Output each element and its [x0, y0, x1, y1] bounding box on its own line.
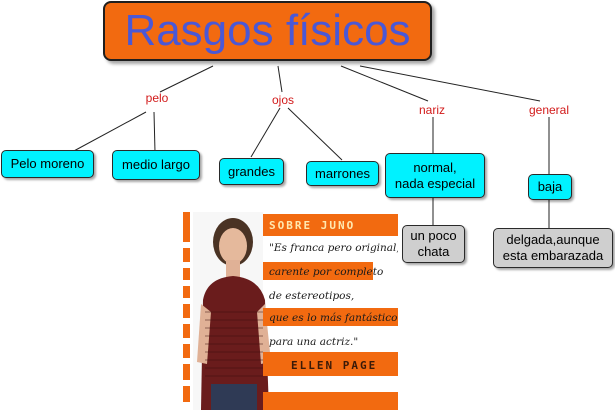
link-label-nariz: nariz	[418, 103, 446, 117]
connector-title-nariz	[340, 65, 429, 102]
concept-baja[interactable]: baja	[528, 174, 572, 200]
concept-normal-nada-especial[interactable]: normal, nada especial	[385, 153, 485, 198]
poster-quote-line-4: que es lo más fantástico	[269, 312, 398, 324]
concept-delgada-embarazada[interactable]: delgada,aunque esta embarazada	[493, 228, 613, 268]
poster-author: ELLEN PAGE	[291, 359, 378, 372]
main-topic-title-text: Rasgos físicos	[124, 6, 411, 55]
connector-title-ojos	[277, 65, 283, 93]
concept-grandes[interactable]: grandes	[219, 158, 284, 185]
main-topic-title: Rasgos físicos	[103, 1, 432, 61]
link-label-ojos: ojos	[271, 93, 295, 107]
connector-ojos-marrones	[287, 107, 343, 161]
poster-quote-line-2: carente por completo	[269, 266, 384, 278]
concept-medio-largo[interactable]: medio largo	[112, 150, 200, 180]
poster-quote-line-1: "Es franca pero original,	[269, 242, 398, 254]
actress-photo	[197, 218, 271, 410]
connector-pelo-pelo-moreno	[71, 111, 147, 153]
connector-title-general	[359, 65, 541, 102]
poster-image: SOBRE JUNO "Es franca pero original, car…	[183, 212, 398, 410]
poster-quote-line-3: de estereotipos,	[269, 290, 355, 302]
concept-marrones[interactable]: marrones	[306, 161, 379, 186]
concept-un-poco-chata[interactable]: un poco chata	[402, 225, 465, 263]
concept-pelo-moreno[interactable]: Pelo moreno	[1, 150, 94, 178]
connector-title-pelo	[159, 65, 214, 93]
connector-pelo-medio-largo	[153, 111, 156, 153]
poster-heading: SOBRE JUNO	[269, 219, 356, 232]
link-label-general: general	[528, 103, 570, 117]
link-label-pelo: pelo	[145, 91, 169, 105]
connector-ojos-grandes	[250, 107, 281, 158]
poster-quote-line-5: para una actriz."	[269, 336, 359, 348]
